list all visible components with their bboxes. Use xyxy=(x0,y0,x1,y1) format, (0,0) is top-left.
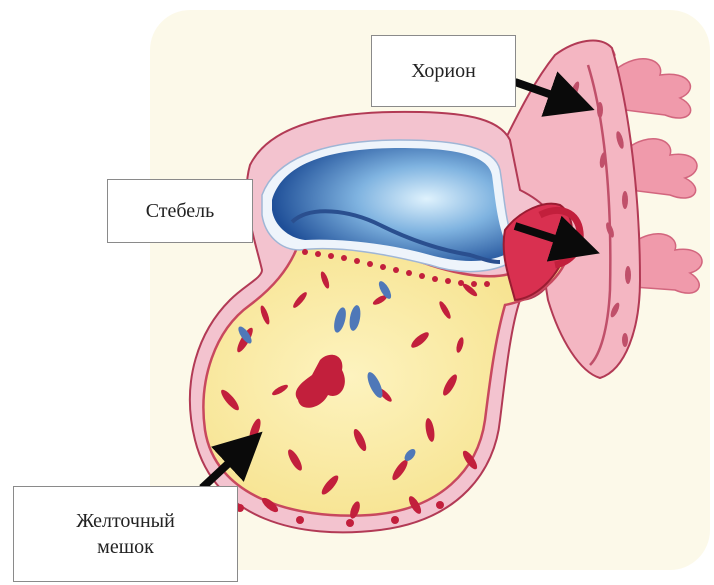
chorion-label: Хорион xyxy=(371,35,516,107)
yolk-sac-label: Желточный мешок xyxy=(13,486,238,582)
stalk-label: Стебель xyxy=(107,179,253,243)
stalk-label-text: Стебель xyxy=(146,198,215,224)
chorion-label-text: Хорион xyxy=(411,58,476,84)
yolk-sac-label-line2: мешок xyxy=(97,534,154,560)
yolk-sac-label-line1: Желточный xyxy=(76,508,175,534)
